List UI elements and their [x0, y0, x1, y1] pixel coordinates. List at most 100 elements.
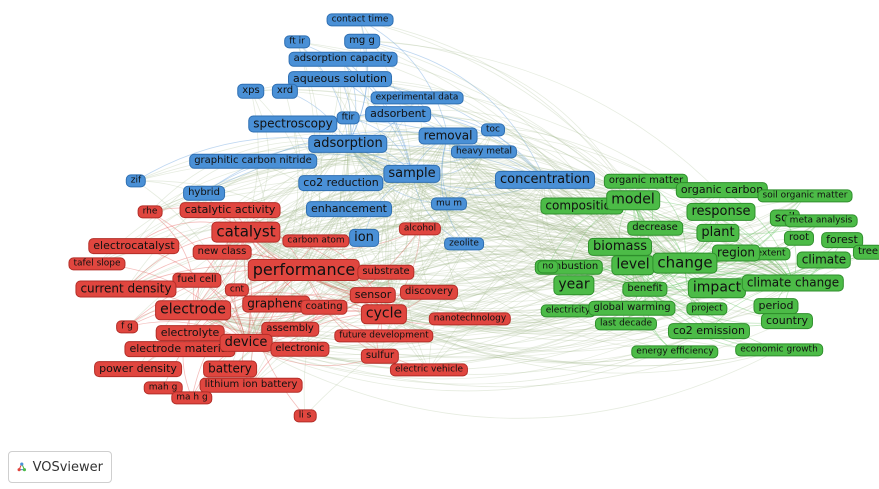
network-map[interactable]: contact time ft ir mg g adsorption capacity…	[0, 0, 879, 430]
term-ion[interactable]: ion	[349, 228, 379, 248]
term-climate-change[interactable]: climate change	[741, 274, 845, 292]
term-removal[interactable]: removal	[418, 127, 478, 145]
term-project[interactable]: project	[686, 302, 728, 316]
term-nanotechnology[interactable]: nanotechnology	[428, 312, 512, 326]
term-li-s[interactable]: li s	[293, 409, 317, 423]
term-global-warming[interactable]: global warming	[588, 300, 676, 316]
term-mg-g[interactable]: mg g	[344, 33, 380, 49]
term-alcohol[interactable]: alcohol	[398, 222, 442, 236]
link-adsorption-climate	[347, 143, 825, 273]
term-soil-organic-matter[interactable]: soil organic matter	[757, 189, 853, 203]
term-ma-h-g[interactable]: ma h g	[171, 391, 213, 405]
link-climate-change-aqueous-solution	[339, 78, 794, 284]
term-xrd[interactable]: xrd	[271, 83, 299, 99]
term-region[interactable]: region	[712, 244, 760, 262]
term-electronic[interactable]: electronic	[270, 341, 330, 357]
term-adsorption-capacity[interactable]: adsorption capacity	[288, 51, 398, 67]
term-catalyst[interactable]: catalyst	[211, 221, 281, 243]
term-assembly[interactable]: assembly	[261, 321, 319, 337]
term-zif[interactable]: zif	[125, 174, 147, 188]
term-rhe[interactable]: rhe	[137, 205, 163, 219]
term-adsorption[interactable]: adsorption	[308, 134, 388, 154]
term-response[interactable]: response	[686, 202, 756, 222]
term-electrode[interactable]: electrode	[155, 300, 231, 320]
term-sample[interactable]: sample	[383, 164, 441, 184]
term-organic-matter[interactable]: organic matter	[603, 173, 689, 189]
term-aqueous-solution[interactable]: aqueous solution	[288, 71, 392, 87]
term-xps[interactable]: xps	[237, 83, 265, 99]
term-graphene[interactable]: graphene	[242, 295, 310, 313]
term-experimental-data[interactable]: experimental data	[370, 91, 464, 105]
term-benefit[interactable]: benefit	[622, 281, 668, 297]
link-concentration-electronic	[299, 179, 546, 350]
term-electrode-material[interactable]: electrode material	[124, 341, 236, 357]
term-toc[interactable]: toc	[481, 123, 505, 137]
term-mu-m[interactable]: mu m	[430, 197, 468, 211]
term-graphitic-carbon-nitride[interactable]: graphitic carbon nitride	[189, 153, 317, 169]
link-adsorption-biomass	[347, 143, 621, 248]
term-concentration[interactable]: concentration	[494, 170, 596, 190]
term-last-decade[interactable]: last decade	[594, 317, 658, 331]
term-cycle[interactable]: cycle	[360, 304, 408, 324]
term-device[interactable]: device	[219, 333, 273, 353]
term-electrolyte[interactable]: electrolyte	[155, 325, 225, 341]
term-period[interactable]: period	[753, 298, 799, 314]
term-lithium-ion-battery[interactable]: lithium ion battery	[199, 377, 303, 393]
term-ft-ir[interactable]: ft ir	[284, 35, 310, 49]
term-impact[interactable]: impact	[687, 278, 747, 298]
term-level[interactable]: level	[611, 255, 655, 275]
term-sulfur[interactable]: sulfur	[360, 348, 400, 364]
term-power-density[interactable]: power density	[94, 361, 182, 377]
term-ftir[interactable]: ftir	[336, 111, 360, 125]
term-climate[interactable]: climate	[796, 251, 852, 269]
term-fuel-cell[interactable]: fuel cell	[172, 272, 222, 288]
term-catalytic-activity[interactable]: catalytic activity	[179, 202, 281, 218]
term-co2-emission[interactable]: co2 emission	[667, 323, 751, 339]
term-mah-g[interactable]: mah g	[143, 381, 183, 395]
term-composition[interactable]: composition	[540, 197, 624, 215]
term-meta-analysis[interactable]: meta analysis	[784, 214, 858, 228]
term-coating[interactable]: coating	[300, 299, 348, 315]
term-co2-reduction[interactable]: co2 reduction	[298, 175, 384, 191]
term-year[interactable]: year	[553, 275, 595, 295]
link-removal-electronic	[299, 135, 449, 350]
term-future-development[interactable]: future development	[334, 329, 434, 343]
term-discovery[interactable]: discovery	[399, 284, 459, 300]
term-root[interactable]: root	[783, 230, 815, 246]
term-forest[interactable]: forest	[821, 232, 863, 248]
term-electrocatalyst[interactable]: electrocatalyst	[88, 238, 180, 254]
term-country[interactable]: country	[760, 313, 814, 329]
term-cnt[interactable]: cnt	[224, 283, 250, 297]
term-zeolite[interactable]: zeolite	[444, 237, 484, 251]
link-adsorption-nanotechnology	[347, 143, 471, 320]
term-energy-efficiency[interactable]: energy efficiency	[631, 345, 719, 359]
term-carbon-atom[interactable]: carbon atom	[282, 234, 350, 248]
term-extent[interactable]: extent	[751, 247, 791, 261]
term-spectroscopy[interactable]: spectroscopy	[248, 115, 338, 133]
term-economic-growth[interactable]: economic growth	[735, 343, 823, 357]
term-substrate[interactable]: substrate	[357, 264, 415, 280]
term-current-density[interactable]: current density	[75, 280, 177, 298]
term-model[interactable]: model	[606, 190, 660, 210]
term-contact-time[interactable]: contact time	[326, 13, 394, 27]
term-decrease[interactable]: decrease	[627, 220, 683, 236]
term-change[interactable]: change	[652, 252, 718, 274]
term-biomass[interactable]: biomass	[588, 237, 652, 257]
term-organic-carbon[interactable]: organic carbon	[675, 182, 769, 198]
term-hybrid[interactable]: hybrid	[183, 185, 225, 201]
term-battery[interactable]: battery	[203, 360, 257, 378]
term-electricity[interactable]: electricity	[540, 304, 596, 318]
link-electrode-climate	[192, 259, 825, 357]
term-plant[interactable]: plant	[696, 223, 740, 243]
term-new-class[interactable]: new class	[192, 244, 252, 260]
term-performance[interactable]: performance	[247, 259, 361, 281]
term-enhancement[interactable]: enhancement	[305, 201, 393, 217]
term-sensor[interactable]: sensor	[349, 287, 397, 303]
term-tree[interactable]: tree	[852, 244, 879, 260]
term-tafel-slope[interactable]: tafel slope	[68, 257, 126, 271]
term-no[interactable]: no	[537, 260, 559, 274]
term-adsorbent[interactable]: adsorbent	[365, 106, 431, 122]
term-heavy-metal[interactable]: heavy metal	[450, 145, 518, 159]
term-electric-vehicle[interactable]: electric vehicle	[389, 363, 469, 377]
term-f-g[interactable]: f g	[116, 320, 138, 334]
